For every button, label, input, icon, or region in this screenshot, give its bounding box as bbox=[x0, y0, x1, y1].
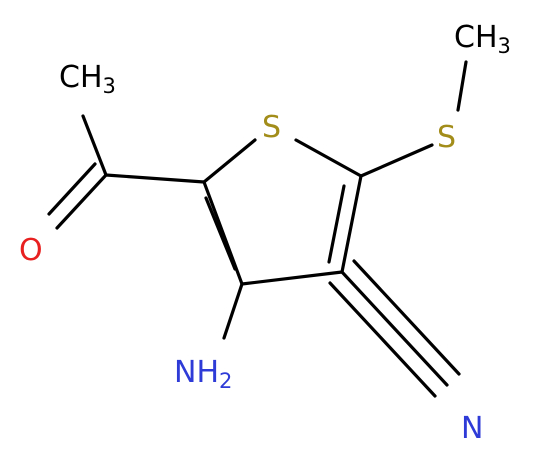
bond-c3-c4 bbox=[240, 270, 344, 286]
acetyl-methyl-main: CH bbox=[59, 60, 103, 95]
amino-label: NH2 bbox=[174, 355, 232, 393]
bond-c2-c3 bbox=[340, 174, 363, 274]
bond-c4-c5-inner bbox=[204, 196, 237, 271]
acetyl-methyl-label: CH3 bbox=[59, 60, 116, 98]
acetyl-methyl-subscript: 3 bbox=[103, 74, 116, 98]
bond-s1-c5 bbox=[202, 138, 257, 184]
methyl-main: CH bbox=[454, 20, 498, 55]
bond-c3-cn-1 bbox=[340, 270, 449, 387]
bond-c3-cn-3 bbox=[328, 281, 437, 398]
bond-s1-c2 bbox=[294, 138, 363, 178]
ring-sulfur-label: S bbox=[262, 110, 281, 145]
bond-s-ch3 bbox=[456, 60, 468, 112]
bond-c4-n bbox=[222, 282, 244, 340]
bond-c2-s bbox=[359, 143, 434, 178]
thioether-sulfur-label: S bbox=[437, 120, 456, 155]
amino-subscript: 2 bbox=[219, 369, 232, 393]
methyl-subscript: 3 bbox=[498, 34, 511, 58]
amino-main: NH bbox=[174, 355, 219, 390]
bond-c3-cn-2 bbox=[352, 259, 461, 376]
methyl-label: CH3 bbox=[454, 20, 511, 58]
bond-carbonyl-ch3 bbox=[81, 114, 108, 177]
oxygen-label: O bbox=[19, 233, 43, 268]
bond-carbonyl-o-2 bbox=[47, 162, 97, 216]
bond-carbonyl-o-1 bbox=[55, 173, 108, 230]
bond-c2-c3-inner bbox=[327, 184, 346, 264]
bond-c5-carbonyl bbox=[104, 173, 206, 184]
nitrile-nitrogen-label: N bbox=[461, 411, 483, 446]
